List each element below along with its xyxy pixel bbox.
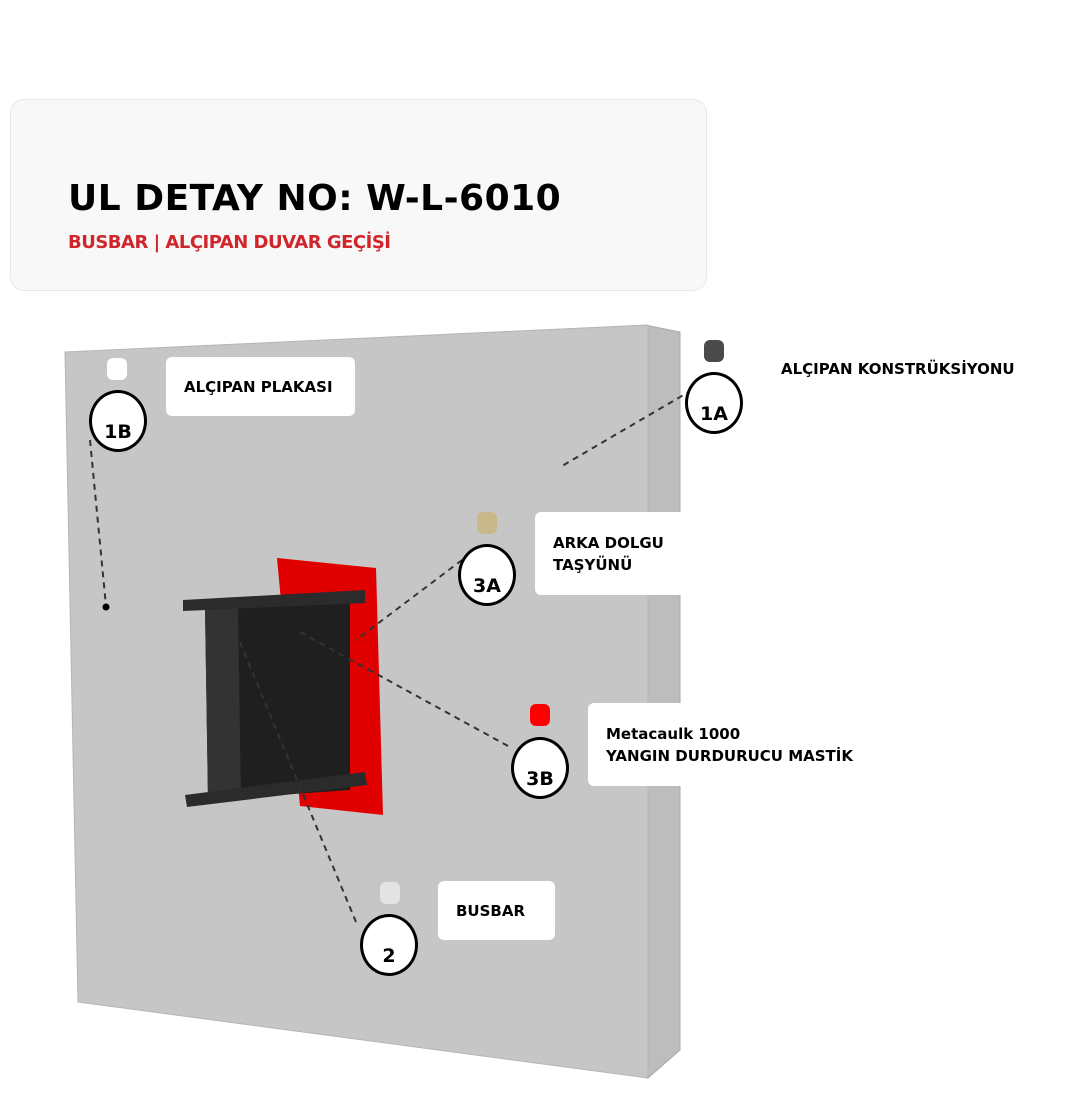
detail-subtitle: BUSBAR | ALÇIPAN DUVAR GEÇİŞİ [68,232,391,253]
swatch-1a [704,340,724,362]
swatch-3b [530,704,550,726]
label-3b: Metacaulk 1000 YANGIN DURDURUCU MASTİK [588,703,922,786]
label-1b: ALÇIPAN PLAKASI [166,357,355,416]
busbar-web [205,598,350,800]
callout-marker-2: 2 [360,914,418,976]
title-card: UL DETAY NO: W-L-6010 BUSBAR | ALÇIPAN D… [10,99,707,291]
label-3a: ARKA DOLGU TAŞYÜNÜ [535,512,700,595]
swatch-2 [380,882,400,904]
label-1a: ALÇIPAN KONSTRÜKSİYONU [763,340,1081,398]
leader-dot-1b [102,603,110,611]
busbar-web-side [205,608,241,800]
callout-marker-1a: 1A [685,372,743,434]
back-gypsum-panel [644,324,681,1080]
label-text: ALÇIPAN KONSTRÜKSİYONU [781,360,1015,378]
label-text-line1: Metacaulk 1000 [606,724,741,743]
label-text-line2: YANGIN DURDURUCU MASTİK [606,746,853,765]
leader-1b [89,439,107,607]
leader-1a [561,389,693,467]
leader-2 [233,627,357,923]
label-text-line2: TAŞYÜNÜ [553,555,633,574]
leader-3a [355,559,463,641]
swatch-3a [477,512,497,534]
label-2: BUSBAR [438,881,555,940]
busbar-top-flange [183,590,365,611]
callout-marker-3a: 3A [458,544,516,606]
callout-marker-3b: 3B [511,737,569,799]
label-text-line1: ARKA DOLGU [553,533,664,552]
detail-title: UL DETAY NO: W-L-6010 [68,178,562,219]
label-text: ALÇIPAN PLAKASI [184,377,333,396]
label-text: BUSBAR [456,901,526,920]
busbar-bottom-flange [185,772,367,807]
callout-marker-1b: 1B [89,390,147,452]
swatch-1b [107,358,127,380]
